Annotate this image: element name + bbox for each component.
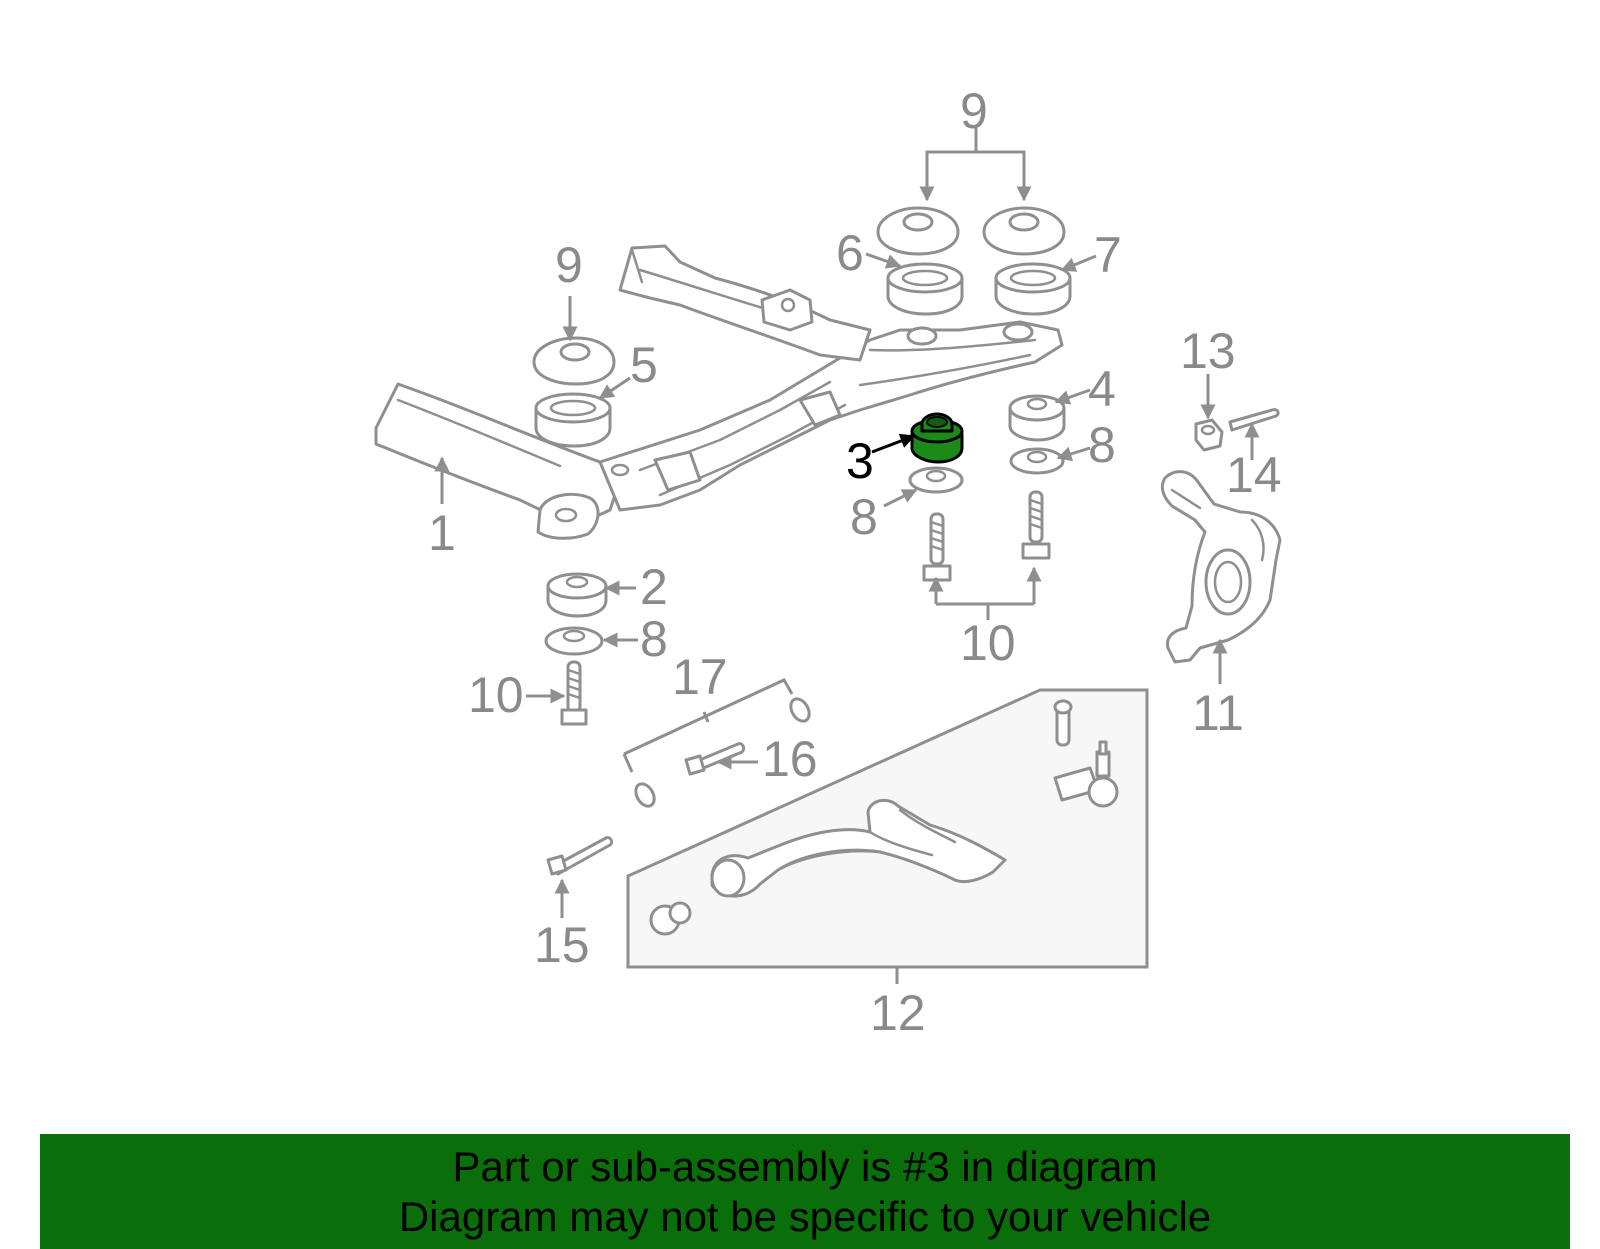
insulator-5 <box>534 392 612 448</box>
label-8-center: 8 <box>850 489 878 545</box>
label-3-highlighted: 3 <box>846 433 874 489</box>
insulator-7 <box>994 262 1072 316</box>
insulator-9-upper-left <box>876 206 960 256</box>
banner-line-part: Part or sub-assembly is #3 in diagram <box>452 1143 1158 1190</box>
label-2: 2 <box>640 559 668 615</box>
label-15: 15 <box>534 917 590 973</box>
label-11: 11 <box>1192 685 1244 741</box>
control-arm-kit-panel <box>626 688 1149 969</box>
bolt-10-left <box>560 660 588 726</box>
insulator-6 <box>886 262 964 316</box>
steering-knuckle-11 <box>1160 470 1282 664</box>
washer-8-left <box>544 626 604 656</box>
bolt-16 <box>684 742 746 776</box>
label-14: 14 <box>1226 447 1282 503</box>
bolt-15 <box>546 836 614 876</box>
washer-8-center <box>908 466 964 494</box>
cotter-pin-14 <box>1228 408 1280 432</box>
label-16: 16 <box>762 731 818 787</box>
control-arm-bushing <box>649 901 692 936</box>
label-9-top: 9 <box>960 83 988 139</box>
label-8-right: 8 <box>1088 417 1116 473</box>
label-4: 4 <box>1088 361 1116 417</box>
insulator-3-highlighted <box>910 412 964 464</box>
insulator-9-left <box>532 336 616 386</box>
label-1: 1 <box>428 505 456 561</box>
label-13: 13 <box>1180 323 1236 379</box>
label-17: 17 <box>672 649 728 705</box>
label-10-left: 10 <box>468 667 524 723</box>
insulator-9-upper-right <box>982 206 1066 256</box>
label-8-left: 8 <box>640 611 668 667</box>
label-5: 5 <box>630 337 658 393</box>
bolt-10-right <box>1021 490 1051 560</box>
label-12: 12 <box>870 985 926 1041</box>
washer-8-right <box>1009 447 1065 475</box>
callout-labels: 9 6 7 9 5 4 8 3 8 1 2 8 10 10 17 16 13 1… <box>428 83 1282 1041</box>
clip-17-a <box>789 697 811 723</box>
ball-joint-bolt <box>1053 699 1073 747</box>
label-6: 6 <box>836 225 864 281</box>
info-banner: Part or sub-assembly is #3 in diagram Di… <box>40 1134 1570 1249</box>
insulator-2 <box>546 572 608 618</box>
insulator-4 <box>1008 394 1066 442</box>
banner-line-disclaimer: Diagram may not be specific to your vehi… <box>398 1193 1212 1240</box>
leader-lines <box>434 128 1260 984</box>
clip-17-b <box>634 782 656 808</box>
bolt-10-center <box>922 512 952 582</box>
label-7: 7 <box>1094 227 1122 283</box>
front-subframe <box>374 244 1064 540</box>
nut-13 <box>1194 418 1224 452</box>
label-10-center: 10 <box>960 615 1016 671</box>
ball-joint <box>1053 740 1119 808</box>
label-9-left: 9 <box>555 237 583 293</box>
